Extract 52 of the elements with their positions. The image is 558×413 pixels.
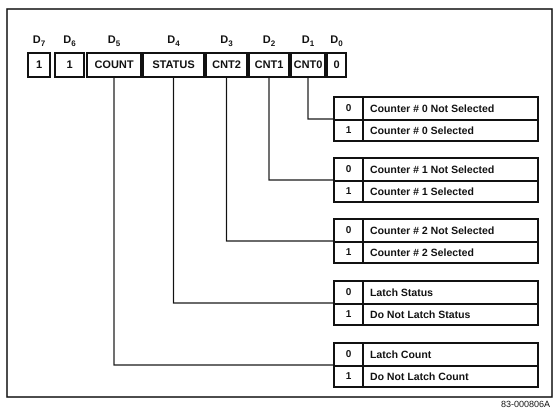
bit-value: 0 — [335, 344, 364, 365]
bit-value: 1 — [335, 367, 364, 386]
bit-value: 0 — [335, 220, 364, 241]
bit-value: 0 — [335, 98, 364, 119]
table-row — [335, 365, 537, 386]
bit-field-cell: CNT2 — [205, 52, 248, 78]
table-row — [335, 303, 537, 324]
option-table — [333, 96, 539, 142]
bit-number-label: D$_{2}$ — [262, 34, 276, 48]
option-table — [333, 342, 539, 388]
figure-number: 83-000806A — [500, 399, 550, 409]
bit-number-label: D$_{5}$ — [106, 34, 122, 48]
option-text: Counter # 2 Not Selected — [369, 224, 494, 238]
connector-line — [226, 78, 333, 242]
connector-line — [307, 78, 333, 120]
bit-value: 1 — [335, 243, 364, 262]
bit-number-label: D$_{3}$ — [219, 34, 234, 48]
bit-field-cell: CNT0 — [290, 52, 326, 78]
option-text: Counter # 0 Selected — [369, 124, 474, 138]
option-table — [333, 218, 539, 264]
bit-value: 1 — [335, 182, 364, 201]
connector-line — [172, 78, 333, 304]
bit-number-label: D$_{4}$ — [166, 34, 181, 48]
table-row — [335, 241, 537, 262]
option-table — [333, 157, 539, 203]
option-text: Do Not Latch Count — [369, 370, 469, 384]
option-text: Do Not Latch Status — [369, 308, 470, 322]
bit-value: 0 — [335, 159, 364, 180]
bit-number-label: D$_{0}$ — [329, 34, 344, 48]
bit-field-cell: 1 — [54, 52, 85, 78]
bit-field-cell: CNT1 — [248, 52, 290, 78]
bit-field-cell: 1 — [27, 52, 51, 78]
table-row — [335, 180, 537, 201]
option-text: Counter # 1 Selected — [369, 184, 474, 200]
bit-field-cell: STATUS — [142, 52, 205, 78]
bit-number-label: D$_{7}$ — [32, 34, 46, 48]
option-text: Counter # 0 Not Selected — [369, 102, 494, 116]
bit-value: 1 — [335, 121, 364, 140]
bit-field-cell: 0 — [326, 52, 347, 78]
bit-value: 0 — [335, 282, 364, 303]
option-text: Counter # 1 Not Selected — [369, 162, 494, 178]
option-text: Latch Status — [369, 286, 434, 300]
bit-number-label: D$_{6}$ — [62, 34, 77, 48]
bit-field-cell: COUNT — [86, 52, 142, 78]
table-row — [335, 119, 537, 140]
connector-line — [268, 78, 333, 181]
option-table — [333, 280, 539, 326]
option-text: Counter # 2 Selected — [369, 246, 474, 260]
bit-number-label: D$_{1}$ — [300, 34, 316, 48]
connector-line — [113, 78, 333, 366]
bit-value: 1 — [335, 305, 364, 324]
option-text: Latch Count — [369, 348, 432, 362]
